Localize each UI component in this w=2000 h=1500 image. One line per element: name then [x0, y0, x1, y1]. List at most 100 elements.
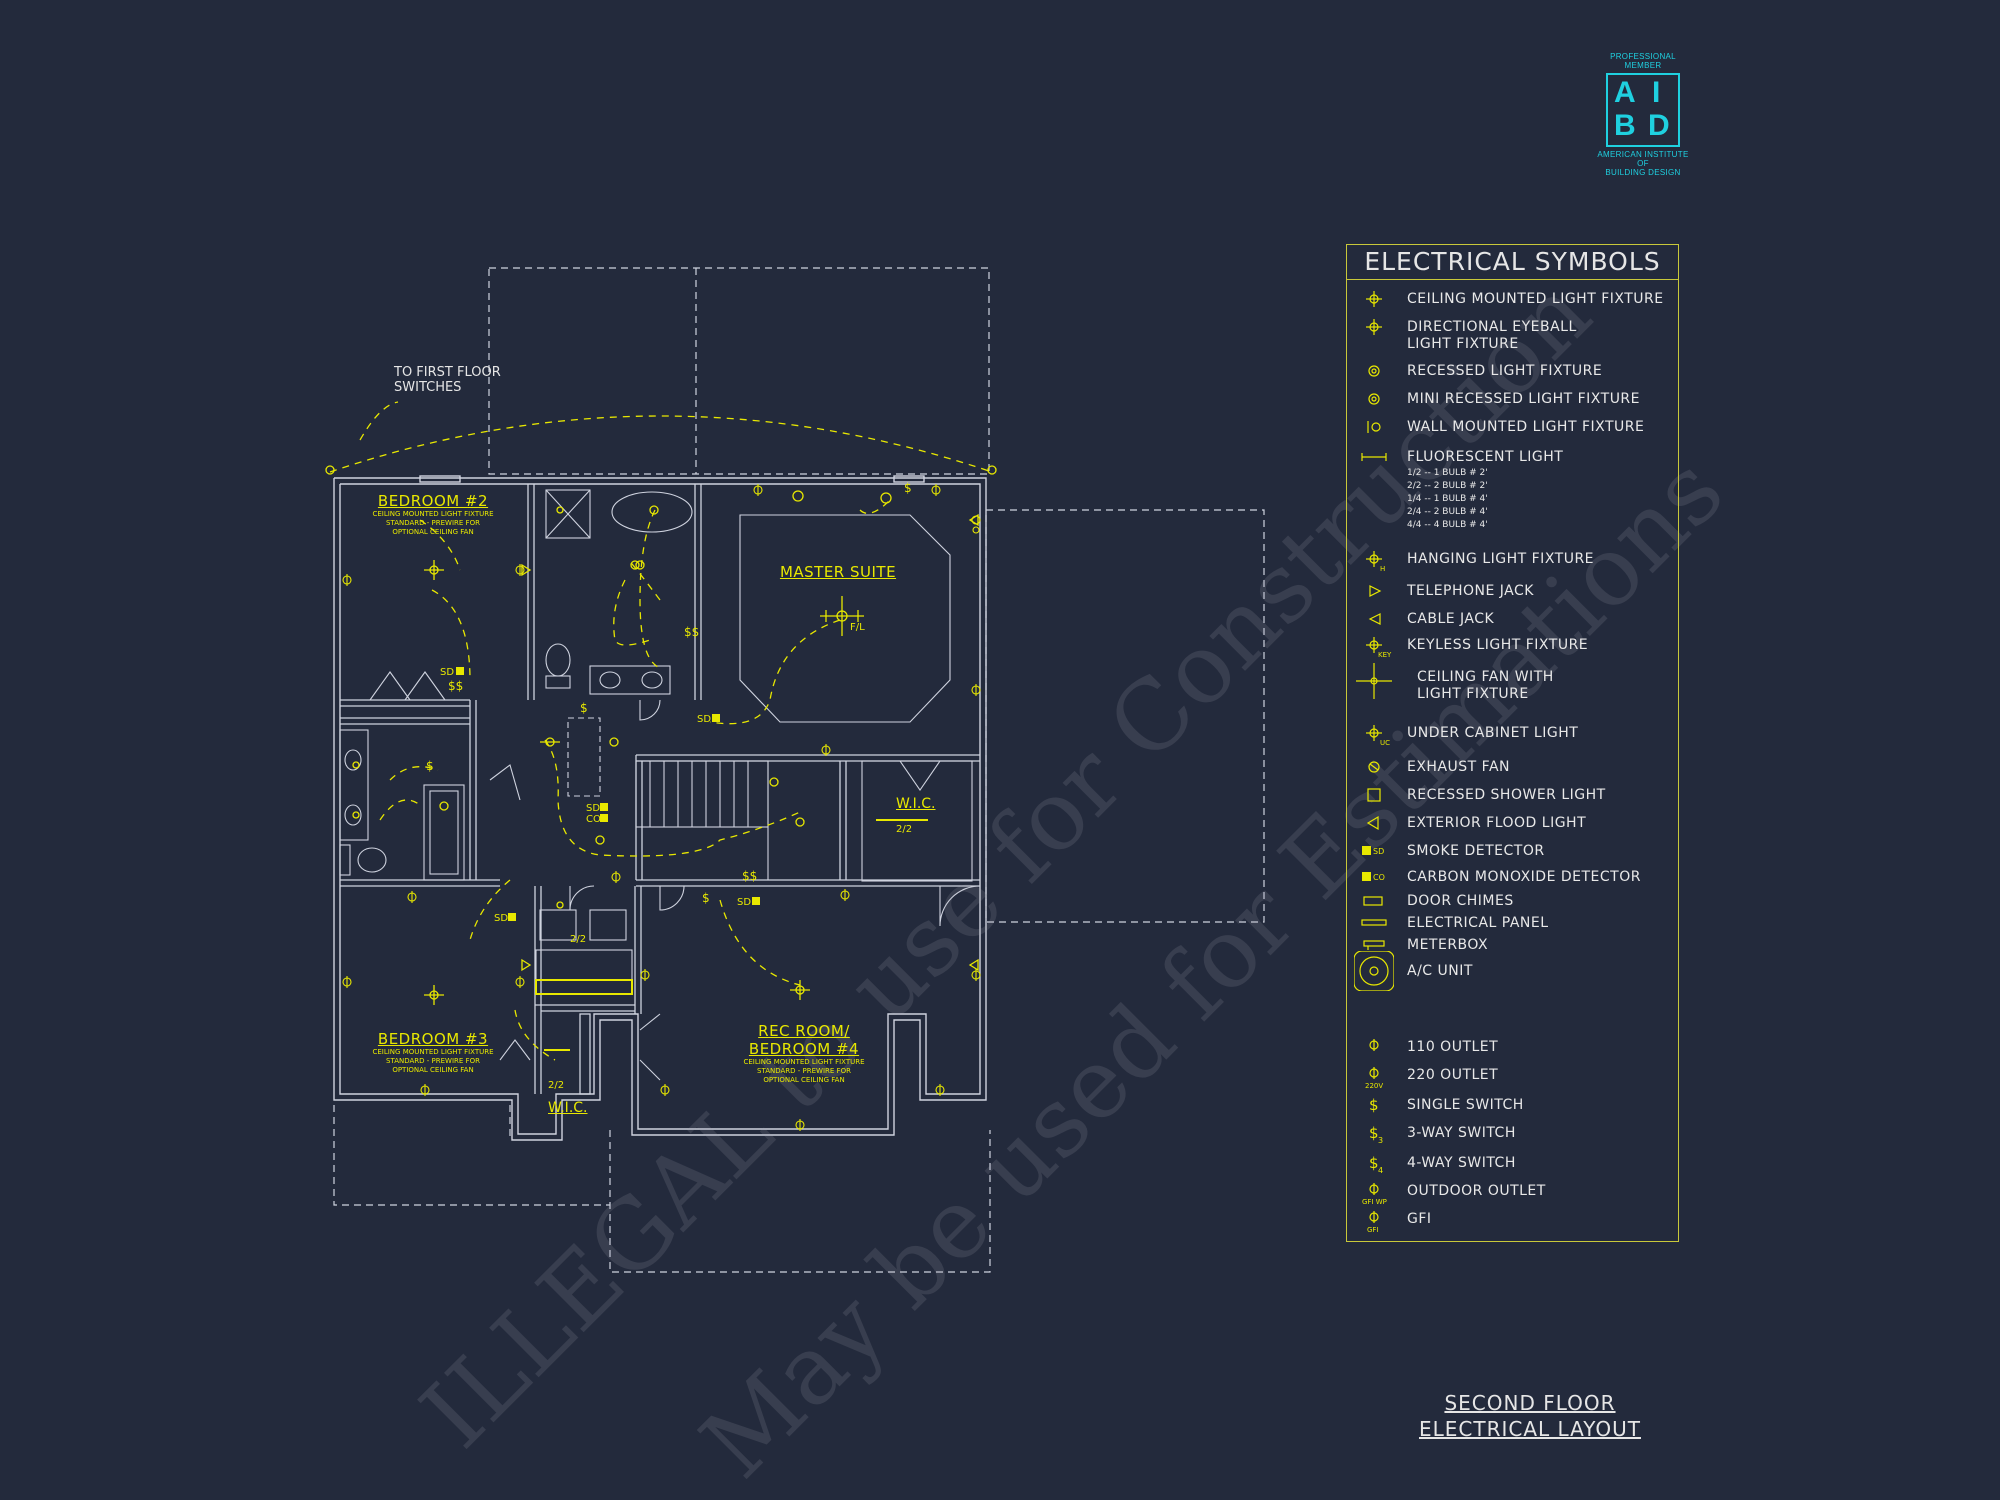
- electrical-symbols-legend: ELECTRICAL SYMBOLS CEILING MOUNTED LIGHT…: [1346, 244, 1679, 1242]
- svg-text:UC: UC: [1380, 739, 1390, 747]
- flood-light-icon: [1353, 811, 1395, 855]
- three-way-switch-icon: $3: [1353, 1121, 1395, 1165]
- sheet-title-line-1: SECOND FLOOR: [1444, 1391, 1616, 1415]
- legend-label: OUTDOOR OUTLET: [1407, 1183, 1546, 1199]
- legend-label: CEILING FAN WITH LIGHT FIXTURE: [1417, 669, 1554, 702]
- gfi-outlet-icon: GFI: [1353, 1207, 1395, 1251]
- wic-label-bedroom-3: W.I.C.: [548, 1100, 588, 1116]
- logo-letter-a: A: [1614, 76, 1636, 109]
- ac-unit-icon: [1353, 950, 1395, 995]
- bath-fixtures: [339, 489, 693, 881]
- svg-text:SD: SD: [1373, 847, 1384, 856]
- co-detector-icon: CO: [1353, 865, 1395, 909]
- svg-text:$: $: [426, 759, 434, 773]
- door-chimes-icon: [1353, 889, 1395, 933]
- legend-label: WALL MOUNTED LIGHT FIXTURE: [1407, 419, 1645, 435]
- single-switch-icon: $: [1353, 1093, 1395, 1137]
- svg-text:2/2: 2/2: [570, 934, 586, 945]
- ceiling-light-fixtures: [352, 505, 810, 1005]
- legend-label: HANGING LIGHT FIXTURE: [1407, 551, 1595, 567]
- room-name: BEDROOM #2: [377, 492, 489, 510]
- svg-text:2/2: 2/2: [548, 1080, 564, 1091]
- logo-letter-b: B: [1614, 109, 1636, 142]
- legend-label: EXTERIOR FLOOD LIGHT: [1407, 815, 1587, 831]
- legend-label: UNDER CABINET LIGHT: [1407, 725, 1579, 741]
- logo-letter-i: I: [1652, 76, 1661, 109]
- four-way-switch-icon: $4: [1353, 1151, 1395, 1195]
- logo-bottom-text-1: AMERICAN INSTITUTE: [1597, 150, 1689, 159]
- room-label-bedroom-2: BEDROOM #2 CEILING MOUNTED LIGHT FIXTURE…: [360, 492, 506, 537]
- ceiling-light-icon: [1353, 287, 1395, 331]
- fluorescent-light-icon: [1353, 445, 1395, 489]
- svg-text:2/2: 2/2: [896, 824, 912, 835]
- meterbox-icon: [1353, 933, 1395, 977]
- svg-text:F/L: F/L: [850, 622, 865, 633]
- legend-label: DIRECTIONAL EYEBALL LIGHT FIXTURE: [1407, 319, 1577, 352]
- wall-lights: [325, 465, 997, 972]
- room-name: MASTER SUITE: [779, 563, 897, 581]
- switch-legs: [329, 401, 993, 1061]
- legend-label: 220 OUTLET: [1407, 1067, 1499, 1083]
- telephone-jack-icon: [1353, 579, 1395, 623]
- room-label-master-suite: MASTER SUITE: [770, 563, 906, 581]
- room-label-bedroom-3: BEDROOM #3 CEILING MOUNTED LIGHT FIXTURE…: [360, 1030, 506, 1075]
- svg-text:$: $: [580, 701, 588, 715]
- outdoor-outlet-icon: GFI WP: [1353, 1179, 1395, 1223]
- aibd-logo: PROFESSIONAL MEMBER A I B D AMERICAN INS…: [1594, 52, 1692, 177]
- electrical-panel-icon: [1353, 911, 1395, 955]
- legend-label: TELEPHONE JACK: [1407, 583, 1534, 599]
- legend-label: SMOKE DETECTOR: [1407, 843, 1545, 859]
- legend-label: RECESSED SHOWER LIGHT: [1407, 787, 1606, 803]
- room-name: REC ROOM/ BEDROOM #4: [748, 1022, 860, 1058]
- svg-text:SD: SD: [440, 667, 454, 678]
- legend-title: ELECTRICAL SYMBOLS: [1347, 245, 1678, 280]
- svg-text:$: $: [1369, 1154, 1379, 1172]
- recessed-lights: [635, 490, 892, 570]
- eyeball-light-icon: [1353, 315, 1395, 359]
- ceiling-fan-icon: [1353, 661, 1395, 705]
- hanging-light-icon: H: [1353, 547, 1395, 591]
- legend-label: CABLE JACK: [1407, 611, 1495, 627]
- svg-text:SD: SD: [697, 714, 711, 725]
- ceiling-fans: [820, 596, 864, 636]
- svg-text:$: $: [1369, 1124, 1379, 1142]
- legend-label: A/C UNIT: [1407, 963, 1473, 979]
- svg-text:$: $: [702, 891, 710, 905]
- legend-label: ELECTRICAL PANEL: [1407, 915, 1549, 931]
- exterior-walls: [333, 475, 987, 1141]
- svg-text:4: 4: [1378, 1166, 1383, 1175]
- legend-label: KEYLESS LIGHT FIXTURE: [1407, 637, 1589, 653]
- cable-jack-icon: [1353, 607, 1395, 651]
- sheet-title-line-2: ELECTRICAL LAYOUT: [1419, 1417, 1641, 1441]
- svg-text:GFI WP: GFI WP: [1362, 1198, 1387, 1206]
- outlets: [342, 484, 981, 1131]
- legend-label: CEILING MOUNTED LIGHT FIXTURE: [1407, 291, 1664, 307]
- legend-label: MINI RECESSED LIGHT FIXTURE: [1407, 391, 1641, 407]
- recessed-shower-light-icon: [1353, 783, 1395, 827]
- svg-text:$$: $$: [742, 869, 757, 883]
- svg-text:KEY: KEY: [1378, 651, 1392, 659]
- legend-label: 110 OUTLET: [1407, 1039, 1499, 1055]
- electrical-layer: [325, 401, 997, 1131]
- legend-label: 4-WAY SWITCH: [1407, 1155, 1516, 1171]
- legend-label: CARBON MONOXIDE DETECTOR: [1407, 869, 1641, 885]
- plan-small-labels: SD SD SD CO SD SD F/L 2/2 2/2 2/2 $$ $ $…: [426, 481, 912, 1091]
- fluorescent-lights: [535, 819, 928, 1051]
- mini-recessed-light-icon: [1353, 387, 1395, 431]
- wall-light-icon: [1353, 415, 1395, 459]
- sheet-title: SECOND FLOOR ELECTRICAL LAYOUT: [1400, 1390, 1660, 1442]
- switch-note: TO FIRST FLOOR SWITCHES: [394, 365, 501, 395]
- room-note: CEILING MOUNTED LIGHT FIXTURE STANDARD -…: [372, 1048, 494, 1074]
- smoke-detector-icon: SD: [1353, 839, 1395, 883]
- svg-text:$: $: [904, 481, 912, 495]
- svg-text:H: H: [1380, 565, 1385, 573]
- room-note: CEILING MOUNTED LIGHT FIXTURE STANDARD -…: [743, 1058, 865, 1084]
- logo-box: A I B D: [1606, 73, 1680, 147]
- legend-label: SINGLE SWITCH: [1407, 1097, 1524, 1113]
- legend-label: 3-WAY SWITCH: [1407, 1125, 1516, 1141]
- legend-label: GFI: [1407, 1211, 1432, 1227]
- legend-label: DOOR CHIMES: [1407, 893, 1514, 909]
- legend-label: FLUORESCENT LIGHT: [1407, 449, 1564, 465]
- svg-text:SD: SD: [586, 803, 600, 814]
